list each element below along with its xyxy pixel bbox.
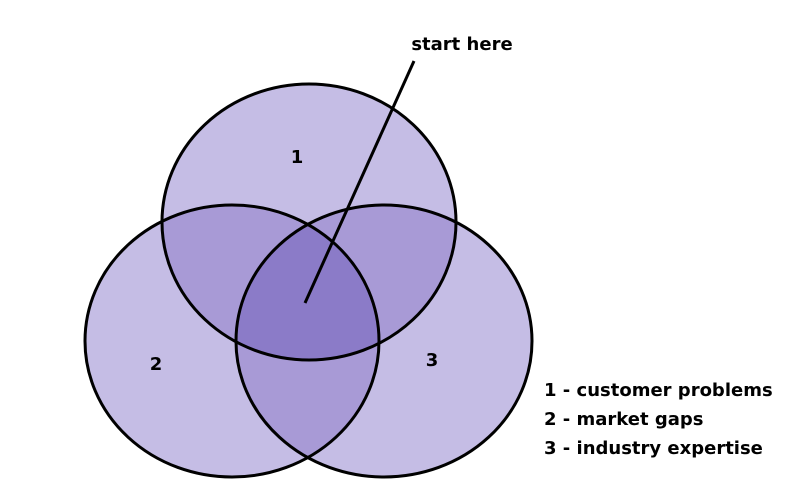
set-2-outline xyxy=(83,203,381,479)
legend-item-1: 1 - customer problems xyxy=(544,380,773,401)
set-2-label: 2 xyxy=(150,354,163,375)
legend-item-2: 2 - market gaps xyxy=(544,409,704,430)
set-3-outline xyxy=(234,203,534,479)
overlap-1-2-3 xyxy=(236,205,379,360)
set-1-label: 1 xyxy=(291,147,304,168)
legend: 1 - customer problems 2 - market gaps 3 … xyxy=(544,376,773,463)
legend-item-3: 3 - industry expertise xyxy=(544,438,763,459)
set-3-label: 3 xyxy=(426,350,439,371)
start-here-annotation: start here xyxy=(411,34,512,55)
start-here-pointer-line xyxy=(303,60,416,304)
